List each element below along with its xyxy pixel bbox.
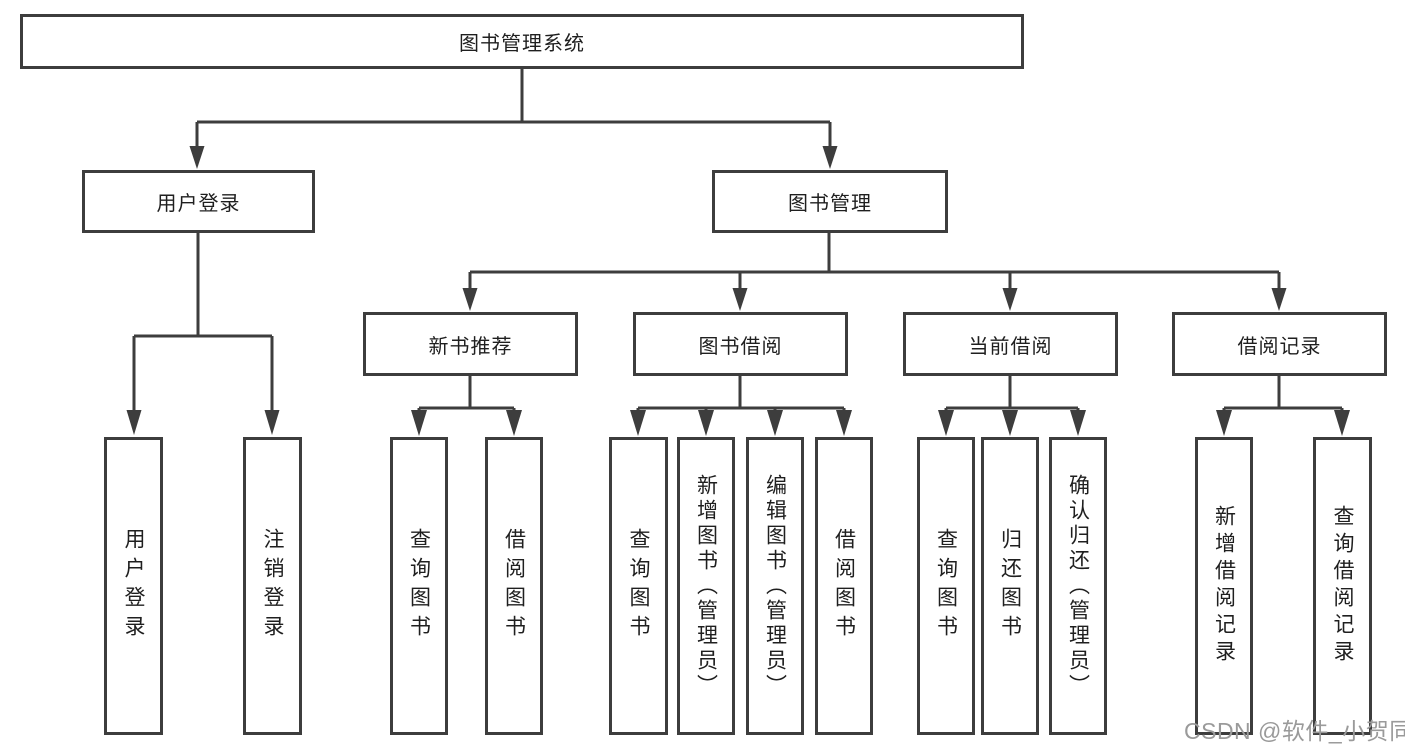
node-book-management: 图书管理: [712, 170, 948, 233]
leaf-search-books-recommend: 查询图书: [390, 437, 448, 735]
leaf-search-books-borrow: 查询图书: [609, 437, 668, 735]
leaf-search-borrow-record: 查询借阅记录: [1313, 437, 1372, 735]
leaf-borrow-books-recommend: 借阅图书: [485, 437, 543, 735]
csdn-watermark: CSDN @软件_小贺同学: [1184, 718, 1405, 744]
leaf-return-book: 归还图书: [981, 437, 1039, 735]
node-system-root: 图书管理系统: [20, 14, 1024, 69]
node-current-borrow: 当前借阅: [903, 312, 1118, 376]
node-book-borrow: 图书借阅: [633, 312, 848, 376]
leaf-edit-book-admin: 编辑图书（管理员）: [746, 437, 804, 735]
leaf-confirm-return-admin: 确认归还（管理员）: [1049, 437, 1107, 735]
leaf-search-books-current: 查询图书: [917, 437, 975, 735]
node-user-login: 用户登录: [82, 170, 315, 233]
leaf-borrow-books: 借阅图书: [815, 437, 873, 735]
leaf-add-book-admin: 新增图书（管理员）: [677, 437, 735, 735]
node-borrow-records: 借阅记录: [1172, 312, 1387, 376]
leaf-logout: 注销登录: [243, 437, 302, 735]
leaf-add-borrow-record: 新增借阅记录: [1195, 437, 1253, 735]
leaf-user-login: 用户登录: [104, 437, 163, 735]
node-new-book-recommend: 新书推荐: [363, 312, 578, 376]
